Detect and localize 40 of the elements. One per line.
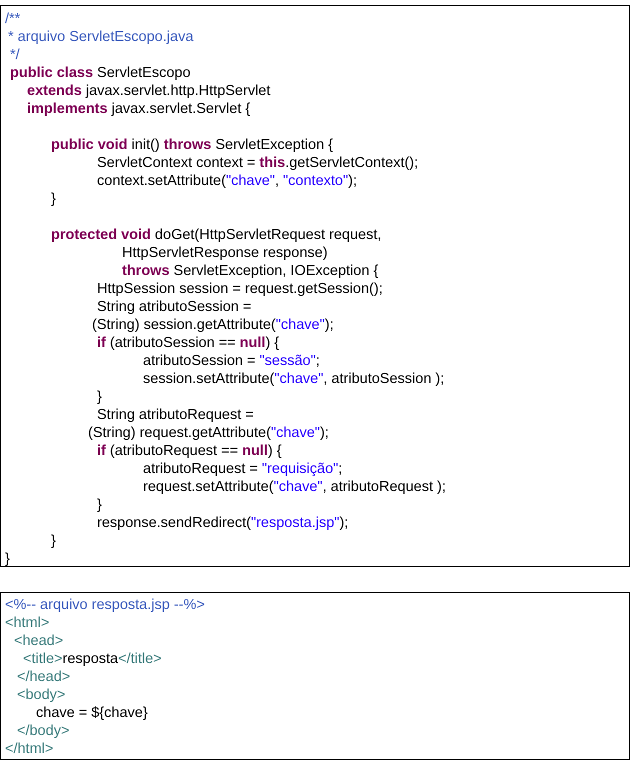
- code-line: </html>: [5, 741, 54, 758]
- code-line: atributoSession = "sessão";: [143, 353, 320, 370]
- code-line: ServletContext context = this.getServletContext();: [97, 155, 418, 172]
- code-line: implements javax.servlet.Servlet {: [27, 101, 250, 118]
- code-line: </body>: [17, 723, 70, 740]
- code-line: * arquivo ServletEscopo.java: [8, 29, 194, 46]
- code-panel: [0, 5, 630, 567]
- code-line: atributoRequest = "requisição";: [143, 461, 342, 478]
- code-line: }: [5, 551, 10, 568]
- code-line: </head>: [17, 669, 70, 686]
- code-line: <title>resposta</title>: [23, 651, 162, 668]
- code-line: public class ServletEscopo: [10, 65, 191, 82]
- code-line: <head>: [14, 633, 64, 650]
- code-line: response.sendRedirect("resposta.jsp");: [97, 515, 348, 532]
- code-line: }: [51, 191, 56, 208]
- code-line: protected void doGet(HttpServletRequest request,: [51, 227, 382, 244]
- code-line: */: [10, 47, 20, 64]
- code-line: session.setAttribute("chave", atributoSession );: [143, 371, 444, 388]
- code-line: String atributoRequest =: [97, 407, 254, 424]
- code-line: extends javax.servlet.http.HttpServlet: [27, 83, 270, 100]
- code-line: }: [97, 389, 102, 406]
- code-line: <%-- arquivo resposta.jsp --%>: [5, 597, 205, 614]
- code-line: (String) session.getAttribute("chave");: [92, 317, 334, 334]
- code-line: String atributoSession =: [97, 299, 252, 316]
- code-line: }: [97, 497, 102, 514]
- code-line: (String) request.getAttribute("chave");: [88, 425, 329, 442]
- code-line: /**: [5, 11, 20, 28]
- code-panel: [0, 592, 630, 760]
- code-line: HttpSession session = request.getSession();: [97, 281, 383, 298]
- code-line: if (atributoSession == null) {: [97, 335, 280, 352]
- code-line: context.setAttribute("chave", "contexto");: [97, 173, 357, 190]
- code-line: if (atributoRequest == null) {: [97, 443, 282, 460]
- code-line: public void init() throws ServletException {: [51, 137, 334, 154]
- code-line: }: [51, 533, 56, 550]
- code-line: chave = ${chave}: [36, 705, 148, 722]
- code-line: <html>: [5, 615, 50, 632]
- code-line: request.setAttribute("chave", atributoRequest );: [143, 479, 446, 496]
- code-line: HttpServletResponse response): [122, 245, 328, 262]
- code-line: <body>: [17, 687, 66, 704]
- code-line: throws ServletException, IOException {: [122, 263, 378, 280]
